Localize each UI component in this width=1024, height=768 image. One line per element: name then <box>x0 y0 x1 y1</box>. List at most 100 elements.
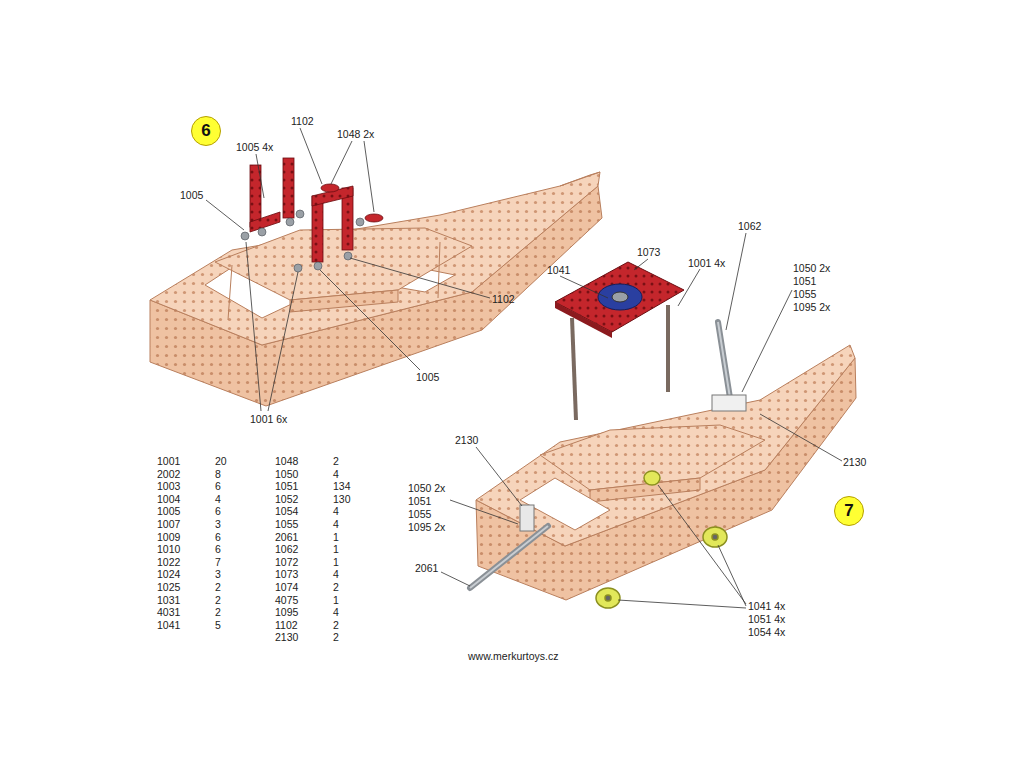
part-number-text: 1102 <box>275 619 298 631</box>
step-number-text: 6 <box>201 121 210 141</box>
callout-number-text: 1102 <box>492 293 515 305</box>
part-number: 1050 <box>275 468 298 480</box>
callout-number: 1102 <box>492 293 515 305</box>
part-quantity-text: 3 <box>215 518 221 530</box>
callout-number: 2130 <box>843 456 866 468</box>
part-quantity-text: 2 <box>333 455 339 467</box>
part-quantity: 4 <box>333 505 339 517</box>
callout-number: 1073 <box>637 246 660 258</box>
part-number: 1054 <box>275 505 298 517</box>
part-number-text: 4031 <box>157 606 180 618</box>
callout-number: 1005 <box>180 189 203 201</box>
part-number-text: 1051 <box>275 480 298 492</box>
part-quantity: 4 <box>333 606 339 618</box>
part-number-text: 2061 <box>275 531 298 543</box>
part-number: 1009 <box>157 531 180 543</box>
callout-number-text: 1051 <box>408 495 431 507</box>
part-number-text: 1072 <box>275 556 298 568</box>
part-quantity-text: 2 <box>333 581 339 593</box>
callout-number-text: 2130 <box>455 434 478 446</box>
part-number-text: 1054 <box>275 505 298 517</box>
part-quantity: 2 <box>333 581 339 593</box>
part-quantity: 5 <box>215 619 221 631</box>
part-quantity: 4 <box>333 568 339 580</box>
callout-number: 1095 2x <box>793 301 830 313</box>
part-quantity: 2 <box>333 455 339 467</box>
part-number-text: 1095 <box>275 606 298 618</box>
part-quantity: 1 <box>333 594 339 606</box>
screws <box>241 210 364 272</box>
red-parts <box>250 158 383 262</box>
part-number: 4075 <box>275 594 298 606</box>
callout-number-text: 1050 2x <box>793 262 830 274</box>
callout-number-text: 1001 6x <box>250 413 287 425</box>
part-number-text: 1041 <box>157 619 180 631</box>
part-quantity-text: 6 <box>215 505 221 517</box>
part-quantity-text: 134 <box>333 480 351 492</box>
part-number-text: 1009 <box>157 531 180 543</box>
part-number-text: 1005 <box>157 505 180 517</box>
callout-number: 1041 <box>547 264 570 276</box>
part-number: 1007 <box>157 518 180 530</box>
part-number-text: 1052 <box>275 493 298 505</box>
callout-number: 1051 4x <box>748 613 785 625</box>
part-quantity: 4 <box>333 468 339 480</box>
part-quantity: 6 <box>215 505 221 517</box>
callout-number: 1041 4x <box>748 600 785 612</box>
part-quantity: 3 <box>215 568 221 580</box>
part-quantity: 7 <box>215 556 221 568</box>
step-number-text: 7 <box>844 501 853 521</box>
callout-number-text: 1051 <box>793 275 816 287</box>
callout-number: 1005 4x <box>236 141 273 153</box>
callout-number-text: 1095 2x <box>793 301 830 313</box>
part-quantity-text: 4 <box>333 518 339 530</box>
part-number: 1025 <box>157 581 180 593</box>
part-number-text: 1010 <box>157 543 180 555</box>
callout-number-text: 1073 <box>637 246 660 258</box>
callout-number: 2130 <box>455 434 478 446</box>
part-quantity-text: 2 <box>215 606 221 618</box>
part-quantity: 2 <box>333 619 339 631</box>
part-quantity: 6 <box>215 543 221 555</box>
part-number-text: 1048 <box>275 455 298 467</box>
part-quantity-text: 6 <box>215 543 221 555</box>
part-quantity-text: 1 <box>333 531 339 543</box>
part-number-text: 1007 <box>157 518 180 530</box>
part-quantity: 134 <box>333 480 351 492</box>
part-quantity-text: 6 <box>215 531 221 543</box>
part-number-text: 1001 <box>157 455 180 467</box>
callout-number: 1001 4x <box>688 257 725 269</box>
callout-number: 1095 2x <box>408 521 445 533</box>
callout-number-text: 1005 <box>416 371 439 383</box>
part-quantity-text: 1 <box>333 556 339 568</box>
part-quantity: 4 <box>215 493 221 505</box>
part-number: 1001 <box>157 455 180 467</box>
callout-number: 1001 6x <box>250 413 287 425</box>
part-number-text: 1062 <box>275 543 298 555</box>
callout-number-text: 1095 2x <box>408 521 445 533</box>
callout-number-text: 1041 4x <box>748 600 785 612</box>
callout-number-text: 1001 4x <box>688 257 725 269</box>
callout-number: 1051 <box>408 495 431 507</box>
part-number: 1004 <box>157 493 180 505</box>
part-number: 1055 <box>275 518 298 530</box>
part-quantity-text: 2 <box>215 594 221 606</box>
part-number-text: 1022 <box>157 556 180 568</box>
part-number: 1051 <box>275 480 298 492</box>
callout-number: 1054 4x <box>748 626 785 638</box>
part-quantity-text: 4 <box>333 606 339 618</box>
part-number: 1041 <box>157 619 180 631</box>
part-quantity: 2 <box>215 606 221 618</box>
part-number-text: 2130 <box>275 631 298 643</box>
part-number: 1022 <box>157 556 180 568</box>
callout-number-text: 1048 2x <box>337 128 374 140</box>
part-quantity: 2 <box>215 594 221 606</box>
part-number: 1074 <box>275 581 298 593</box>
callout-number-text: 1005 <box>180 189 203 201</box>
part-quantity-text: 3 <box>215 568 221 580</box>
part-number-text: 1004 <box>157 493 180 505</box>
part-quantity-text: 4 <box>333 505 339 517</box>
part-quantity-text: 20 <box>215 455 227 467</box>
callout-number: 1055 <box>793 288 816 300</box>
part-quantity: 2 <box>215 581 221 593</box>
